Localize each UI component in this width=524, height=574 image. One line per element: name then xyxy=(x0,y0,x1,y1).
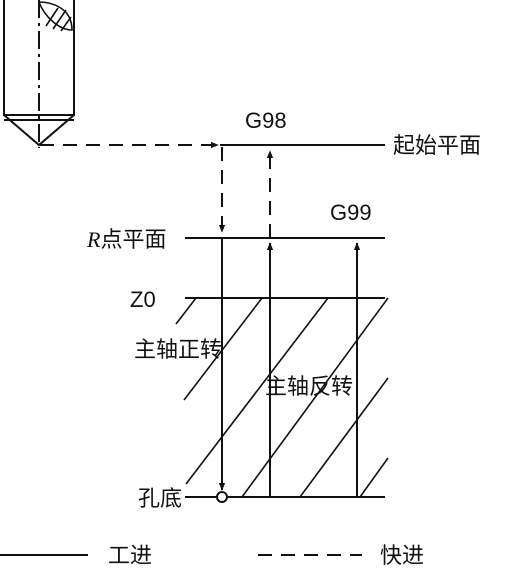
r-plane-label: R点平面 xyxy=(86,227,166,253)
drill-bit-icon xyxy=(3,0,75,148)
legend-work-feed-label: 工进 xyxy=(108,544,152,569)
legend-rapid-feed-label: 快进 xyxy=(380,544,424,569)
hole-bottom-label: 孔底 xyxy=(138,487,182,512)
workpiece-hatching xyxy=(175,297,389,498)
spindle-forward-label: 主轴正转 xyxy=(134,338,222,363)
legend: 工进 快进 xyxy=(0,544,424,569)
spindle-reverse-label: 主轴反转 xyxy=(265,375,353,400)
g98-label: G98 xyxy=(245,108,287,133)
start-plane-label: 起始平面 xyxy=(393,134,481,159)
hole-bottom-point xyxy=(216,491,228,503)
g99-label: G99 xyxy=(330,200,372,225)
z0-label: Z0 xyxy=(130,287,156,312)
